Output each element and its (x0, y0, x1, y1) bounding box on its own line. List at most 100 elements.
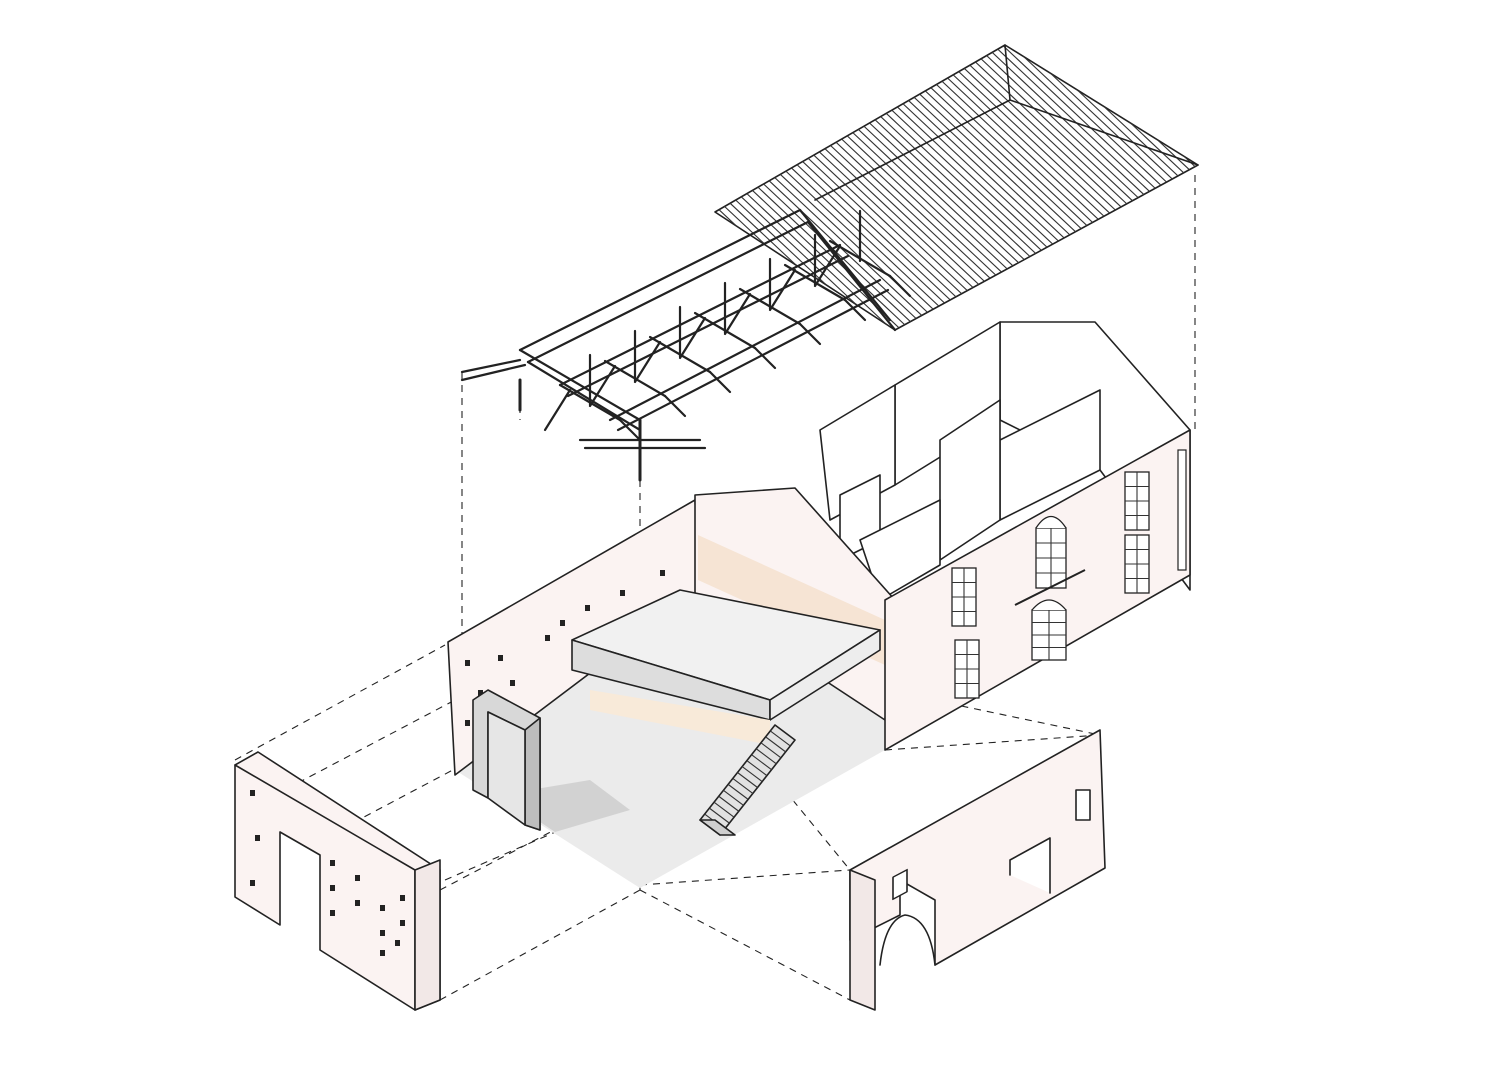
wall-opening (380, 950, 385, 956)
wall-opening (355, 900, 360, 906)
entrance-portal-frame (472, 689, 541, 831)
roof-hatch-line (1231, 40, 1512, 340)
stair-step (741, 766, 763, 783)
stair-step (718, 795, 740, 812)
stair-step (737, 772, 758, 788)
roof-hatch-line (1149, 45, 1198, 330)
truss-member (608, 278, 882, 422)
truss-member (798, 208, 892, 322)
roof-hatch-line (1185, 45, 1198, 330)
roof-hatch-line (1140, 45, 1198, 330)
wall-opening (498, 655, 503, 661)
roof-hatch-line (715, 45, 724, 330)
stair-step (765, 736, 786, 753)
truss-member (708, 370, 732, 394)
wall-openings (465, 570, 665, 726)
truss-member (843, 298, 867, 322)
wall-opening (545, 635, 550, 641)
roof-hatch-line (715, 45, 976, 330)
roof-hatch-line (1204, 40, 1512, 340)
roof-hatch-line (960, 45, 1198, 330)
wall-opening (400, 920, 405, 926)
wall-openings (250, 790, 405, 956)
wall-opening (585, 605, 590, 611)
truss-member (460, 363, 527, 382)
wall-opening (478, 690, 483, 696)
stair-landing (699, 819, 736, 836)
roof-hatch-line (1113, 45, 1198, 330)
roof-hatch-line (942, 45, 1198, 330)
wall-opening (400, 895, 405, 901)
stair-step (727, 783, 749, 800)
stair-step (713, 801, 735, 818)
stair-step (709, 807, 730, 824)
roof-hatch-line (367, 40, 687, 340)
facade-windows (951, 449, 1187, 699)
wall-opening (255, 835, 260, 841)
corner-quoins (1177, 449, 1187, 571)
truss-member (798, 322, 822, 346)
stair-step (746, 760, 768, 777)
roof-hatch-line (1122, 45, 1198, 330)
truss-member (526, 360, 642, 432)
wall-opening (330, 885, 335, 891)
hipped-roof-cladding (340, 40, 1512, 340)
wall-opening (560, 620, 565, 626)
stair-step (755, 748, 777, 765)
arched-door-head (1031, 599, 1067, 611)
truss-member (678, 316, 707, 360)
roof-hatch-line (715, 45, 760, 330)
truss-member (616, 288, 890, 432)
mezzanine-platform (571, 589, 881, 745)
roof-hatch-line (715, 45, 769, 330)
roof-hatch-line (715, 45, 949, 330)
roof-hatch-line (715, 45, 967, 330)
staircase (699, 724, 796, 836)
roof-hatch-line (715, 45, 922, 330)
balcony-cornice (1014, 569, 1086, 606)
truss-member (723, 292, 752, 336)
roof-hatch-line (1213, 40, 1512, 340)
wall-opening (250, 790, 255, 796)
truss-member (588, 364, 617, 408)
roof-hatch-line (340, 40, 660, 340)
truss-member (543, 388, 572, 432)
rear-arched-wall-section (849, 729, 1106, 1011)
roof-hatch-line (1194, 45, 1198, 330)
stair-step (732, 777, 754, 794)
wall-opening (620, 590, 625, 596)
roof-hatch-line (715, 45, 796, 330)
truss-member (663, 394, 687, 418)
truss-member (633, 340, 662, 384)
roof-hatch-line (385, 40, 705, 340)
truss-member (768, 268, 797, 312)
roof-hatch-line (969, 45, 1198, 330)
wall-opening (510, 680, 515, 686)
roof-hatch-line (715, 45, 742, 330)
roof-hatch-line (715, 45, 751, 330)
truss-member (518, 348, 642, 422)
roof-hatch-line (987, 45, 1198, 330)
truss-member (566, 254, 850, 398)
roof-hatch-line (715, 45, 778, 330)
timber-roof-truss (460, 208, 912, 482)
roof-hatch-line (1131, 45, 1198, 330)
roof-hatch-line (1176, 45, 1198, 330)
stair-step (760, 742, 782, 759)
truss-member (888, 274, 912, 298)
truss-member (806, 220, 897, 332)
wall-opening (355, 875, 360, 881)
roof-hatch-line (349, 40, 669, 340)
wall-opening (380, 930, 385, 936)
roof-hatch-line (951, 45, 1198, 330)
truss-member (518, 208, 802, 352)
roof-hatch-line (1222, 40, 1512, 340)
arched-window-head (1035, 515, 1067, 529)
wall-opening (660, 570, 665, 576)
wall-opening (465, 660, 470, 666)
roof-hatch-line (978, 45, 1198, 330)
wall-opening (395, 940, 400, 946)
building-body (447, 321, 1191, 888)
wall-opening (330, 910, 335, 916)
wall-opening (250, 880, 255, 886)
